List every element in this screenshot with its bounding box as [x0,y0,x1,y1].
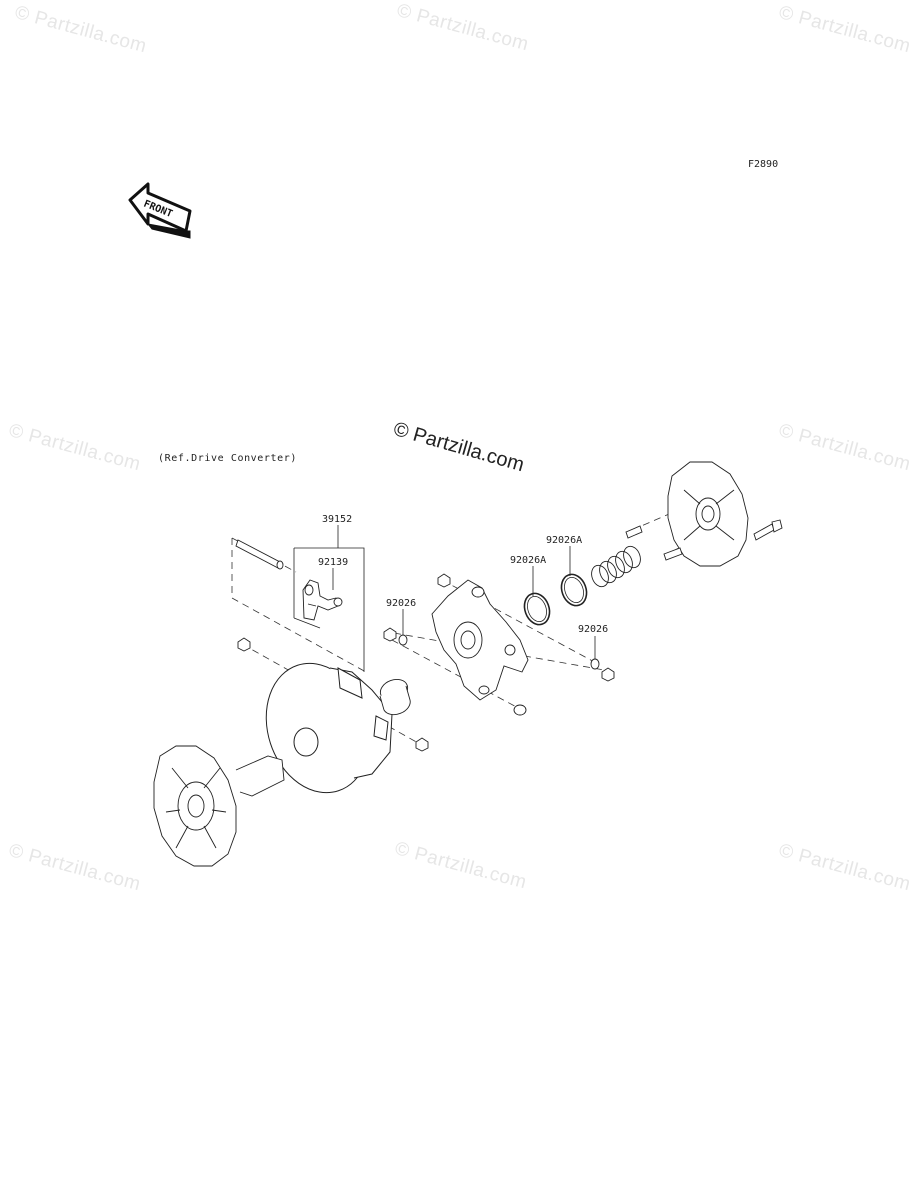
part-label-92139: 92139 [318,557,349,568]
leader-lines [332,525,596,660]
ring-parts [523,573,588,626]
washer-parts [398,634,600,716]
figure-code: F2890 [748,159,779,170]
part-label-92026-left: 92026 [386,598,417,609]
part-label-92026-right: 92026 [578,624,609,635]
part-label-92026A-b: 92026A [546,535,583,546]
assembly-bracket [293,547,365,672]
pin-part [235,539,284,570]
fixed-sheave-part [153,745,285,867]
weight-arm-part [302,579,343,621]
spider-part [431,579,529,701]
nut-parts [237,573,615,752]
bolt-part [753,519,783,541]
part-label-39152: 39152 [322,514,353,525]
spring-part [591,545,641,588]
part-label-92026A-a: 92026A [510,555,547,566]
front-arrow-icon: FRONT [128,182,192,239]
movable-sheave-part [265,662,393,794]
bushing-part [379,679,411,716]
cover-part [625,461,749,567]
reference-note: (Ref.Drive Converter) [158,453,298,464]
